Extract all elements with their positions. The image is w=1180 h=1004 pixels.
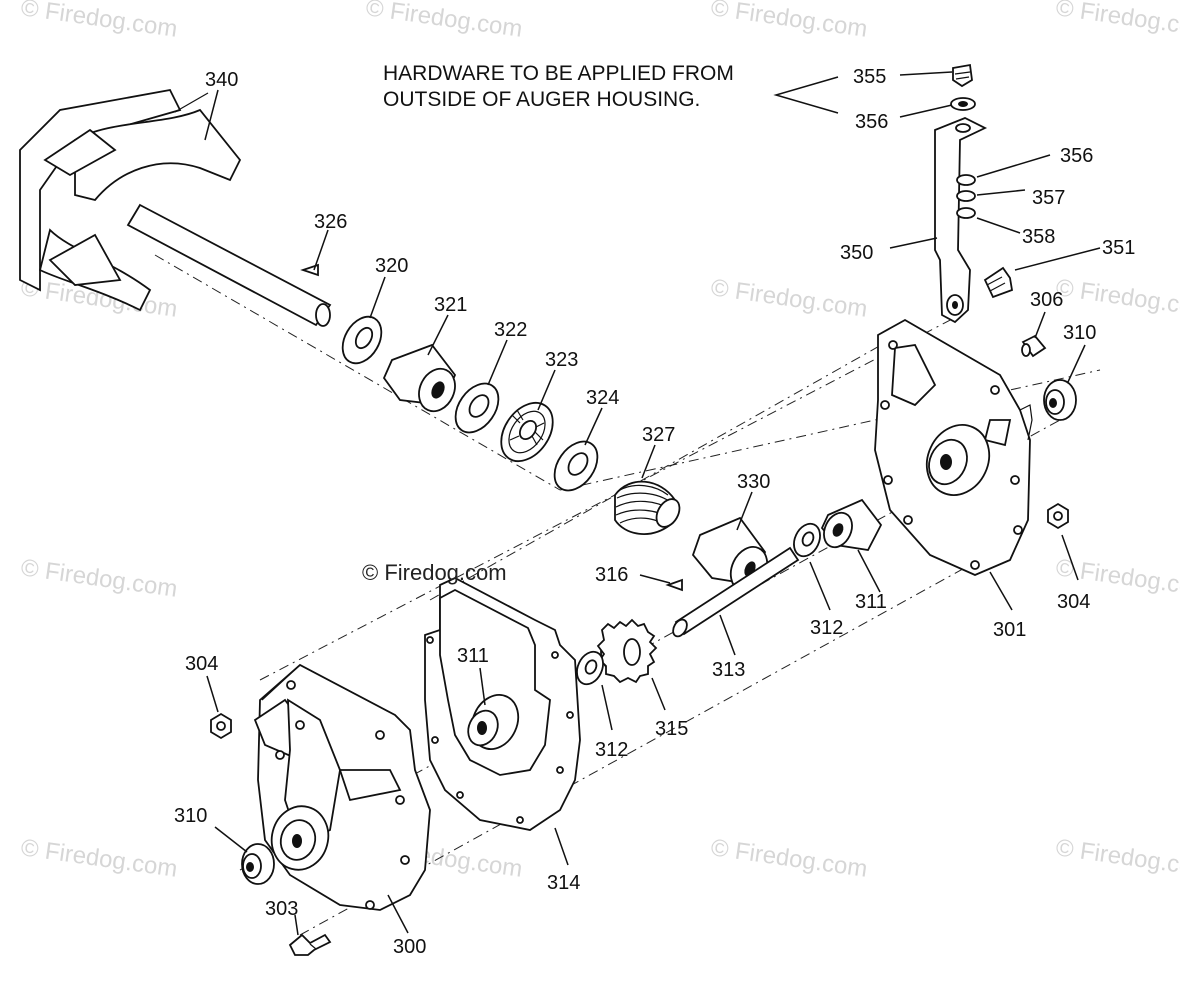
part-327-worm-gear bbox=[614, 480, 681, 535]
label-351: 351 bbox=[1102, 237, 1135, 259]
label-303: 303 bbox=[265, 898, 298, 920]
label-306: 306 bbox=[1030, 289, 1063, 311]
part-306-fitting bbox=[1021, 334, 1047, 358]
part-356-washer bbox=[950, 97, 976, 111]
part-323-thrust-bearing bbox=[500, 402, 554, 462]
label-321: 321 bbox=[434, 294, 467, 316]
watermark: © Firedog.com bbox=[19, 0, 179, 43]
watermark: © Firedog.com bbox=[709, 274, 869, 323]
watermark: © Firedog.com bbox=[19, 554, 179, 603]
label-311: 311 bbox=[457, 645, 489, 667]
label-313: 313 bbox=[712, 659, 745, 681]
watermark: © Firedog.com bbox=[1054, 274, 1180, 323]
part-300-housing bbox=[253, 663, 431, 911]
part-322-washer bbox=[454, 382, 500, 434]
part-303-bolt bbox=[288, 933, 332, 956]
part-350-bracket bbox=[934, 117, 988, 324]
part-310-bushing bbox=[1043, 379, 1077, 421]
part-316-key bbox=[665, 578, 683, 592]
watermark: © Firedog.com bbox=[19, 834, 179, 883]
note-bracket bbox=[773, 76, 839, 114]
label-310: 310 bbox=[1063, 322, 1096, 344]
part-340-auger bbox=[19, 88, 332, 327]
label-326: 326 bbox=[314, 211, 347, 233]
part-304-nut bbox=[1047, 502, 1069, 530]
part-314-gasket bbox=[424, 576, 581, 831]
label-350: 350 bbox=[840, 242, 873, 264]
label-356: 356 bbox=[855, 111, 888, 133]
label-330: 330 bbox=[737, 471, 770, 493]
part-321-bearing bbox=[382, 343, 457, 413]
label-327: 327 bbox=[642, 424, 675, 446]
watermark: © Firedog.com bbox=[364, 0, 524, 43]
leader-lines bbox=[204, 71, 1101, 936]
label-324: 324 bbox=[586, 387, 619, 409]
watermark: © Firedog.com bbox=[709, 0, 869, 43]
label-358: 358 bbox=[1022, 226, 1055, 248]
label-320: 320 bbox=[375, 255, 408, 277]
part-357-spring-stack bbox=[956, 174, 976, 219]
part-312-washer bbox=[793, 522, 821, 558]
part-312-washer bbox=[576, 650, 604, 686]
part-324-washer bbox=[553, 440, 599, 492]
label-357: 357 bbox=[1032, 187, 1065, 209]
watermark: © Firedog.com bbox=[1054, 0, 1180, 43]
part-351-bolt bbox=[983, 266, 1014, 299]
label-356: 356 bbox=[1060, 145, 1093, 167]
label-315: 315 bbox=[655, 718, 688, 740]
part-304-nut bbox=[210, 712, 232, 740]
label-304: 304 bbox=[185, 653, 218, 675]
part-355-bolt bbox=[952, 63, 973, 88]
copyright-text: © Firedog.com bbox=[362, 560, 507, 585]
label-340: 340 bbox=[205, 69, 238, 91]
label-314: 314 bbox=[547, 872, 580, 894]
label-304: 304 bbox=[1057, 591, 1090, 613]
hardware-note-line2: OUTSIDE OF AUGER HOUSING. bbox=[383, 88, 700, 111]
label-312: 312 bbox=[810, 617, 843, 639]
label-311: 311 bbox=[855, 591, 887, 613]
label-301: 301 bbox=[993, 619, 1026, 641]
part-310-bushing bbox=[241, 843, 275, 885]
part-315-gear bbox=[596, 618, 658, 684]
label-322: 322 bbox=[494, 319, 527, 341]
label-323: 323 bbox=[545, 349, 578, 371]
part-301-housing bbox=[874, 318, 1033, 576]
label-312: 312 bbox=[595, 739, 628, 761]
part-labels: 340 326 320 321 322 323 324 327 330 355 … bbox=[174, 66, 1135, 958]
hardware-note-line1: HARDWARE TO BE APPLIED FROM bbox=[383, 62, 734, 85]
part-311-bearing bbox=[820, 498, 883, 551]
part-313-shaft bbox=[672, 546, 800, 638]
label-316: 316 bbox=[595, 564, 628, 586]
label-300: 300 bbox=[393, 936, 426, 958]
watermark: © Firedog.com bbox=[709, 834, 869, 883]
label-355: 355 bbox=[853, 66, 886, 88]
watermark: © Firedog.com bbox=[1054, 834, 1180, 883]
label-310: 310 bbox=[174, 805, 207, 827]
part-320-washer bbox=[341, 315, 383, 365]
